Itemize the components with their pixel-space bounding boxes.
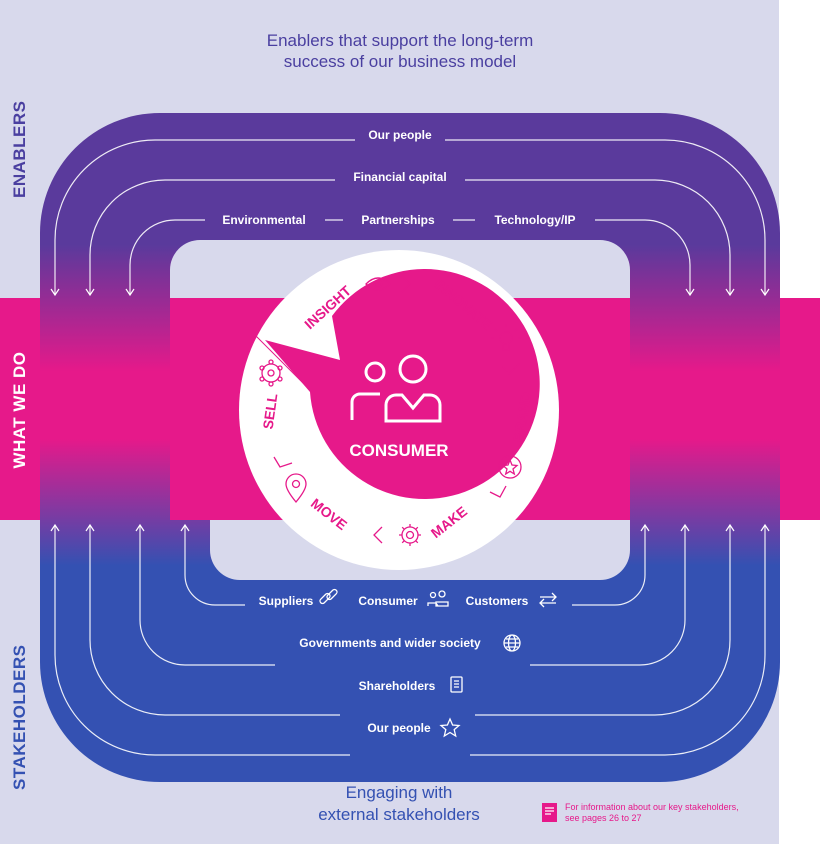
consumer-core bbox=[265, 269, 540, 500]
lightbulb-icon bbox=[491, 324, 521, 351]
consumer-label: CONSUMER bbox=[349, 441, 448, 460]
header-line-2: success of our business model bbox=[284, 52, 516, 71]
lane-lines bbox=[54, 139, 766, 756]
consumer-people-icon bbox=[350, 354, 442, 423]
stakeholders-side-label: STAKEHOLDERS bbox=[10, 645, 29, 790]
enabler-environmental: Environmental bbox=[222, 213, 305, 227]
footer-line-1: Engaging with bbox=[346, 783, 453, 802]
enabler-financial-capital: Financial capital bbox=[353, 170, 446, 184]
eye-icon bbox=[365, 277, 391, 291]
star-outline-icon bbox=[439, 717, 461, 738]
footer-line-2: external stakeholders bbox=[318, 805, 480, 824]
enabler-our-people: Our people bbox=[368, 128, 432, 142]
note-page-icon bbox=[542, 803, 557, 822]
location-pin-icon bbox=[285, 473, 307, 504]
value-chain-wheel: CONSUMER INSIGHT INNOVATE BRAND MAKE MOV… bbox=[239, 250, 559, 570]
stakeholder-customers: Customers bbox=[466, 594, 529, 608]
loop-band bbox=[40, 113, 780, 782]
star-icon bbox=[498, 455, 522, 479]
document-icon bbox=[450, 676, 463, 693]
network-icon bbox=[259, 359, 283, 387]
exchange-icon bbox=[539, 592, 557, 608]
stakeholder-governments: Governments and wider society bbox=[299, 636, 481, 650]
enabler-partnerships: Partnerships bbox=[361, 213, 435, 227]
enablers-side-label: ENABLERS bbox=[10, 100, 29, 198]
header-line-1: Enablers that support the long-term bbox=[267, 31, 533, 50]
stakeholder-info-note[interactable]: For information about our key stakeholde… bbox=[565, 802, 739, 823]
what-we-do-side-label: WHAT WE DO bbox=[10, 351, 29, 468]
stakeholder-our-people: Our people bbox=[367, 721, 431, 735]
enabler-technology-ip: Technology/IP bbox=[494, 213, 575, 227]
link-icon bbox=[319, 588, 338, 605]
down-arrows bbox=[50, 288, 770, 297]
gear-icon bbox=[399, 524, 421, 546]
people-icon bbox=[427, 590, 449, 607]
up-arrows bbox=[50, 523, 770, 532]
stakeholder-shareholders: Shareholders bbox=[359, 679, 436, 693]
stakeholder-suppliers: Suppliers bbox=[259, 594, 314, 608]
globe-icon bbox=[503, 634, 521, 652]
stage-chevrons bbox=[273, 275, 520, 544]
stakeholder-consumer: Consumer bbox=[358, 594, 418, 608]
stage-sell: SELL bbox=[260, 392, 281, 430]
